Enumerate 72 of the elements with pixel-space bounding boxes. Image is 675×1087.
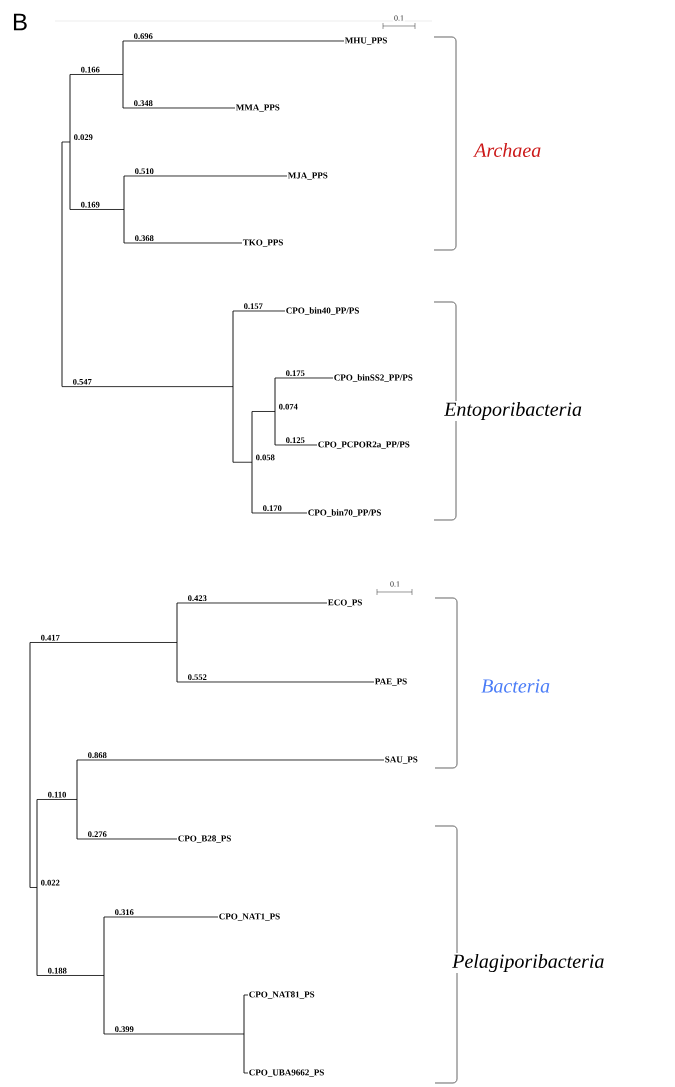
branch-line (69, 74, 124, 75)
branch-length: 0.170 (263, 505, 282, 512)
scale-label: 0.1 (390, 581, 400, 587)
branch-line (61, 386, 234, 387)
branch-length: 0.552 (188, 674, 207, 681)
branch-line (251, 512, 308, 514)
clade-label: Entoporibacteria (443, 401, 582, 421)
branch-line (232, 461, 253, 463)
branch-line (176, 681, 375, 683)
branch-line (76, 759, 385, 761)
branch-length: 0.169 (81, 201, 100, 208)
taxon-label: CPO_NAT1_PS (219, 913, 280, 921)
branch-line (243, 1072, 249, 1074)
branch-length: 0.276 (88, 831, 107, 838)
branch-length: 0.368 (135, 235, 154, 242)
branch-length: 0.696 (134, 33, 153, 40)
branch-length: 0.547 (73, 378, 92, 385)
branch-line (274, 444, 318, 446)
taxon-label: CPO_NAT81_PS (249, 991, 315, 999)
taxon-label: CPO_B28_PS (178, 835, 231, 843)
taxon-label: ECO_PS (327, 599, 362, 607)
branch-line (232, 310, 286, 312)
branch-line (243, 994, 249, 996)
branch-length: 0.423 (188, 595, 207, 602)
branch-line (176, 602, 328, 604)
branch-line (61, 141, 71, 143)
taxon-label: CPO_binSS2_PP/PS (334, 374, 413, 382)
branch-line (29, 887, 38, 888)
panel-letter: B (13, 13, 27, 31)
branch-line (122, 107, 236, 109)
branch-line (123, 175, 288, 177)
branch-length: 0.110 (48, 791, 67, 798)
branch-length: 0.074 (279, 403, 298, 410)
branch-length: 0.125 (286, 437, 305, 444)
branch-length: 0.188 (48, 967, 67, 974)
branch-length: 0.868 (88, 752, 107, 759)
branch-length: 0.316 (115, 909, 134, 916)
branch-line (36, 799, 78, 800)
branch-length: 0.510 (135, 168, 154, 175)
taxon-label: SAU_PS (385, 756, 418, 764)
branch-line (251, 411, 276, 412)
branch-line (76, 838, 178, 840)
taxon-label: MHU_PPS (344, 37, 387, 45)
branch-length: 0.175 (286, 370, 305, 377)
branch-line (36, 975, 105, 976)
branch-length: 0.029 (74, 134, 93, 141)
branch-line (274, 377, 334, 379)
taxon-label: MMA_PPS (235, 104, 280, 112)
taxon-label: MJA_PPS (287, 172, 328, 180)
taxon-label: TKO_PPS (242, 239, 283, 247)
branch-line (29, 642, 178, 643)
clade-label: Archaea (473, 142, 541, 158)
branch-line (122, 40, 345, 42)
branch-line (103, 1033, 245, 1035)
taxon-label: CPO_PCPOR2a_PP/PS (318, 441, 410, 449)
branch-length: 0.417 (41, 634, 60, 641)
branch-length: 0.157 (244, 303, 263, 310)
branch-length: 0.058 (256, 454, 275, 461)
branch-line (103, 916, 219, 918)
branch-length: 0.348 (134, 100, 153, 107)
clade-label: Bacteria (481, 679, 550, 693)
scale-label: 0.1 (394, 15, 404, 21)
taxon-label: CPO_bin40_PP/PS (286, 307, 359, 315)
branch-line (123, 242, 243, 244)
branch-line (69, 209, 125, 210)
branch-length: 0.022 (41, 879, 60, 886)
branch-length: 0.399 (115, 1026, 134, 1033)
taxon-label: PAE_PS (374, 678, 407, 686)
clade-label: Pelagiporibacteria (452, 953, 604, 973)
taxon-label: CPO_bin70_PP/PS (308, 509, 381, 517)
branch-length: 0.166 (81, 66, 100, 73)
taxon-label: CPO_UBA9662_PS (249, 1069, 324, 1077)
